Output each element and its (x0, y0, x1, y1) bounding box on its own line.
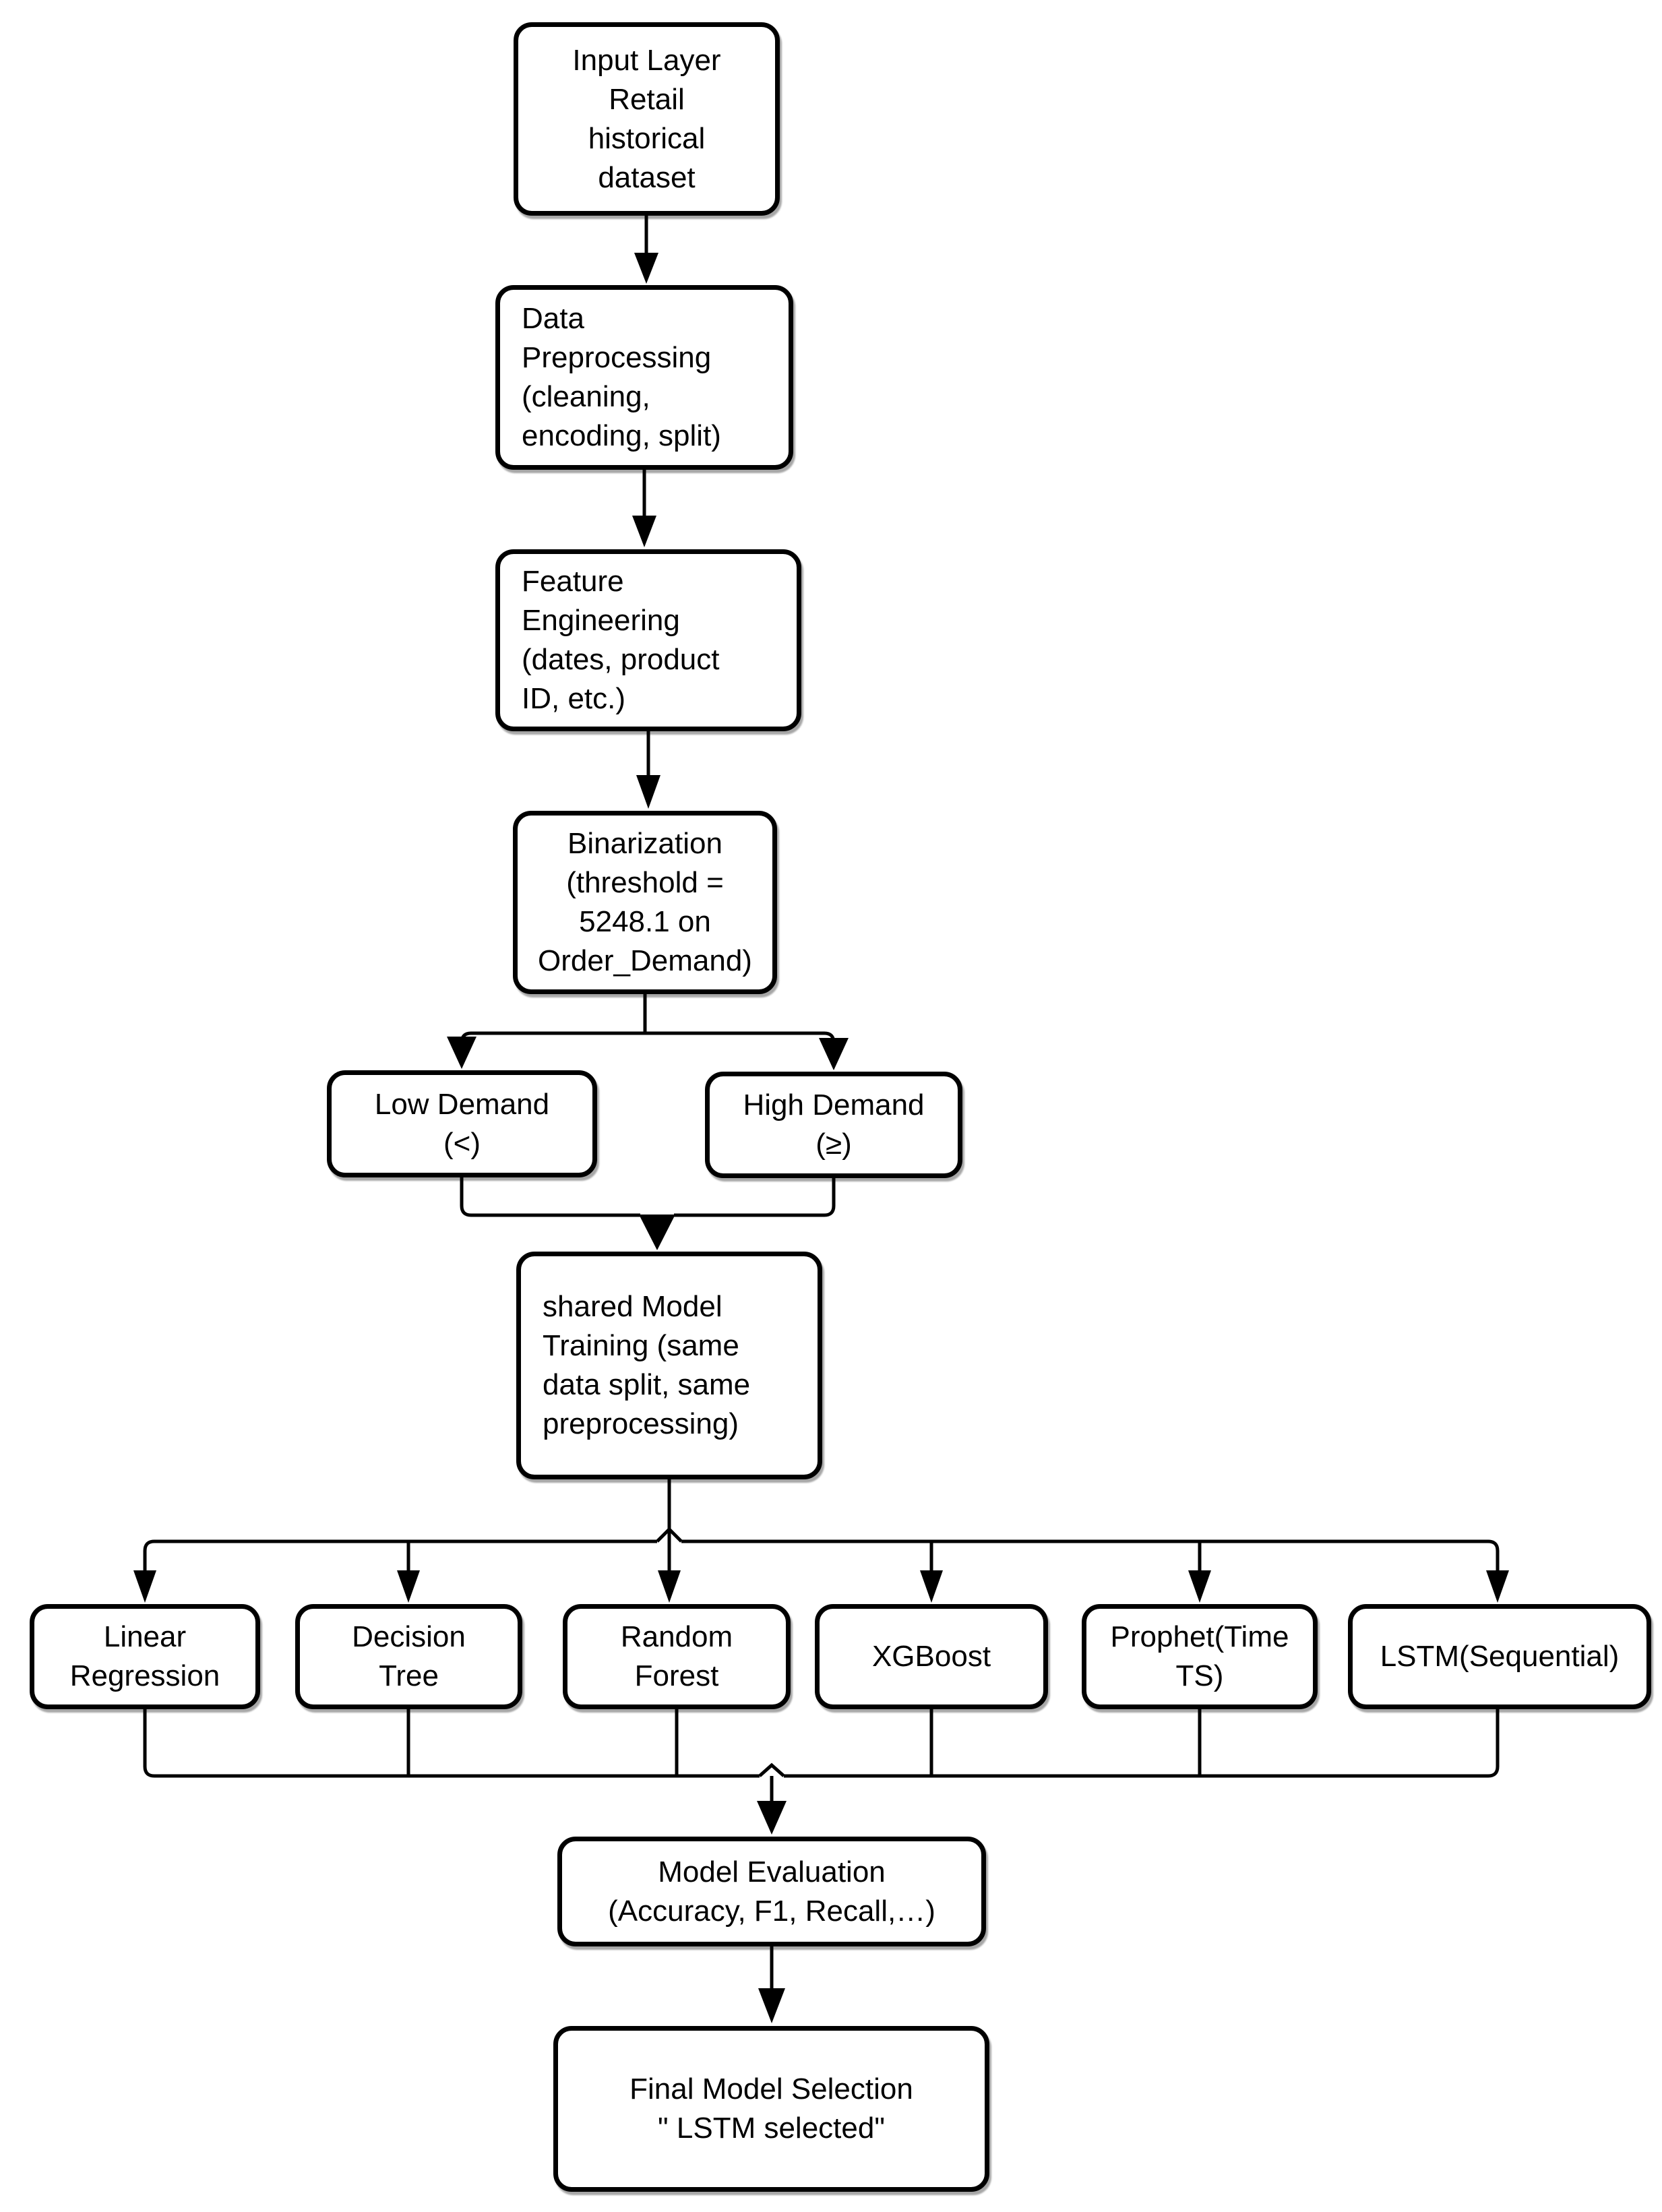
node-label-line: Decision (352, 1620, 466, 1653)
node-binarization: Binarization (threshold = 5248.1 on Orde… (513, 811, 777, 994)
node-label-line: TS) (1175, 1659, 1224, 1692)
node-decision-tree: Decision Tree (295, 1604, 522, 1709)
node-input-layer: Input Layer Retail historical dataset (514, 22, 780, 216)
arrowhead-icon (1188, 1570, 1211, 1603)
edge-shared-distribution (133, 1478, 1509, 1603)
node-label-line: Regression (69, 1659, 220, 1692)
node-label-line: Input Layer (572, 43, 721, 77)
node-data-preprocessing: Data Preprocessing (cleaning, encoding, … (495, 285, 793, 470)
edge-preprocessing-to-feature (632, 468, 656, 547)
node-model-evaluation: Model Evaluation (Accuracy, F1, Recall,…… (557, 1837, 986, 1946)
node-label-line: (<) (443, 1126, 481, 1160)
connector-line (674, 1177, 836, 1217)
edge-binarization-split (447, 993, 849, 1070)
node-prophet: Prophet(Time TS) (1082, 1604, 1318, 1709)
node-label-line: Data (522, 302, 584, 335)
node-label-line: Tree (379, 1659, 439, 1692)
arrowhead-icon (632, 516, 656, 547)
line-jump-bump (656, 1527, 683, 1543)
arrowhead-icon (658, 1570, 681, 1603)
node-label-line: Training (same (543, 1329, 739, 1362)
connector-line (1487, 1708, 1500, 1778)
node-label-line: (cleaning, (522, 380, 650, 413)
node-label-line: historical (588, 121, 706, 155)
edge-evaluation-to-final (758, 1945, 785, 2023)
arrowhead-icon (634, 253, 658, 284)
arrowhead-icon (758, 1988, 785, 2023)
node-final-model-selection: Final Model Selection " LSTM selected" (553, 2026, 989, 2192)
node-label-line: 5248.1 on (579, 905, 711, 938)
arrowhead-icon (819, 1038, 849, 1070)
connector-line (681, 1539, 1500, 1570)
arrowhead-icon (639, 1215, 675, 1250)
arrowhead-icon (757, 1801, 787, 1835)
node-label-line: Feature (522, 565, 624, 598)
node-label-line: shared Model (543, 1290, 722, 1323)
node-label-line: Engineering (522, 604, 680, 637)
node-label-line: Forest (634, 1659, 719, 1692)
connector-line (143, 1539, 657, 1570)
arrowhead-icon (636, 775, 660, 809)
edge-feature-to-binarization (636, 730, 660, 809)
line-jump-bump (758, 1762, 785, 1777)
node-label-line: Random (620, 1620, 733, 1653)
node-label-line: Model Evaluation (658, 1855, 886, 1888)
arrowhead-icon (397, 1570, 420, 1603)
node-label-line: (Accuracy, F1, Recall,…) (608, 1894, 935, 1928)
node-high-demand: High Demand (≥) (705, 1072, 962, 1178)
node-lstm: LSTM(Sequential) (1348, 1604, 1651, 1709)
node-label-line: High Demand (743, 1088, 925, 1122)
node-label-line: dataset (598, 160, 696, 194)
node-label-line: " LSTM selected" (658, 2112, 885, 2145)
node-random-forest: Random Forest (563, 1604, 791, 1709)
node-label-line: (threshold = (566, 866, 724, 899)
node-label-line: data split, same (543, 1368, 751, 1401)
edge-models-collector-to-evaluation (143, 1708, 1500, 1835)
arrowhead-icon (1486, 1570, 1509, 1603)
edge-input-to-preprocessing (634, 216, 658, 284)
node-shared-model-training: shared Model Training (same data split, … (516, 1252, 822, 1479)
node-label-line: (≥) (815, 1128, 852, 1161)
connector-line (460, 1031, 836, 1045)
node-label-line: Linear (103, 1620, 187, 1653)
node-label-line: (dates, product (522, 643, 720, 676)
node-label-line: Prophet(Time (1110, 1620, 1289, 1653)
node-xgboost: XGBoost (815, 1604, 1048, 1709)
node-low-demand: Low Demand (<) (327, 1070, 597, 1177)
connector-line (143, 1708, 155, 1778)
arrowhead-icon (133, 1570, 156, 1603)
node-label-line: Binarization (567, 827, 722, 860)
node-linear-regression: Linear Regression (30, 1604, 260, 1709)
node-label-line: Low Demand (374, 1087, 550, 1121)
node-label-line: Final Model Selection (629, 2072, 913, 2106)
node-label-line: Order_Demand) (538, 944, 752, 977)
connector-line (460, 1176, 640, 1217)
node-feature-engineering: Feature Engineering (dates, product ID, … (495, 549, 801, 731)
arrowhead-icon (447, 1037, 476, 1069)
node-label-line: XGBoost (871, 1640, 991, 1673)
node-label-line: LSTM(Sequential) (1380, 1640, 1620, 1673)
node-label-line: Preprocessing (522, 341, 712, 374)
node-label-line: ID, etc.) (522, 682, 626, 715)
edge-demand-merge-to-shared (460, 1176, 836, 1250)
node-label-line: preprocessing) (543, 1407, 739, 1440)
node-label-line: encoding, split) (522, 419, 721, 452)
node-label-line: Retail (609, 82, 685, 116)
arrowhead-icon (920, 1570, 943, 1603)
